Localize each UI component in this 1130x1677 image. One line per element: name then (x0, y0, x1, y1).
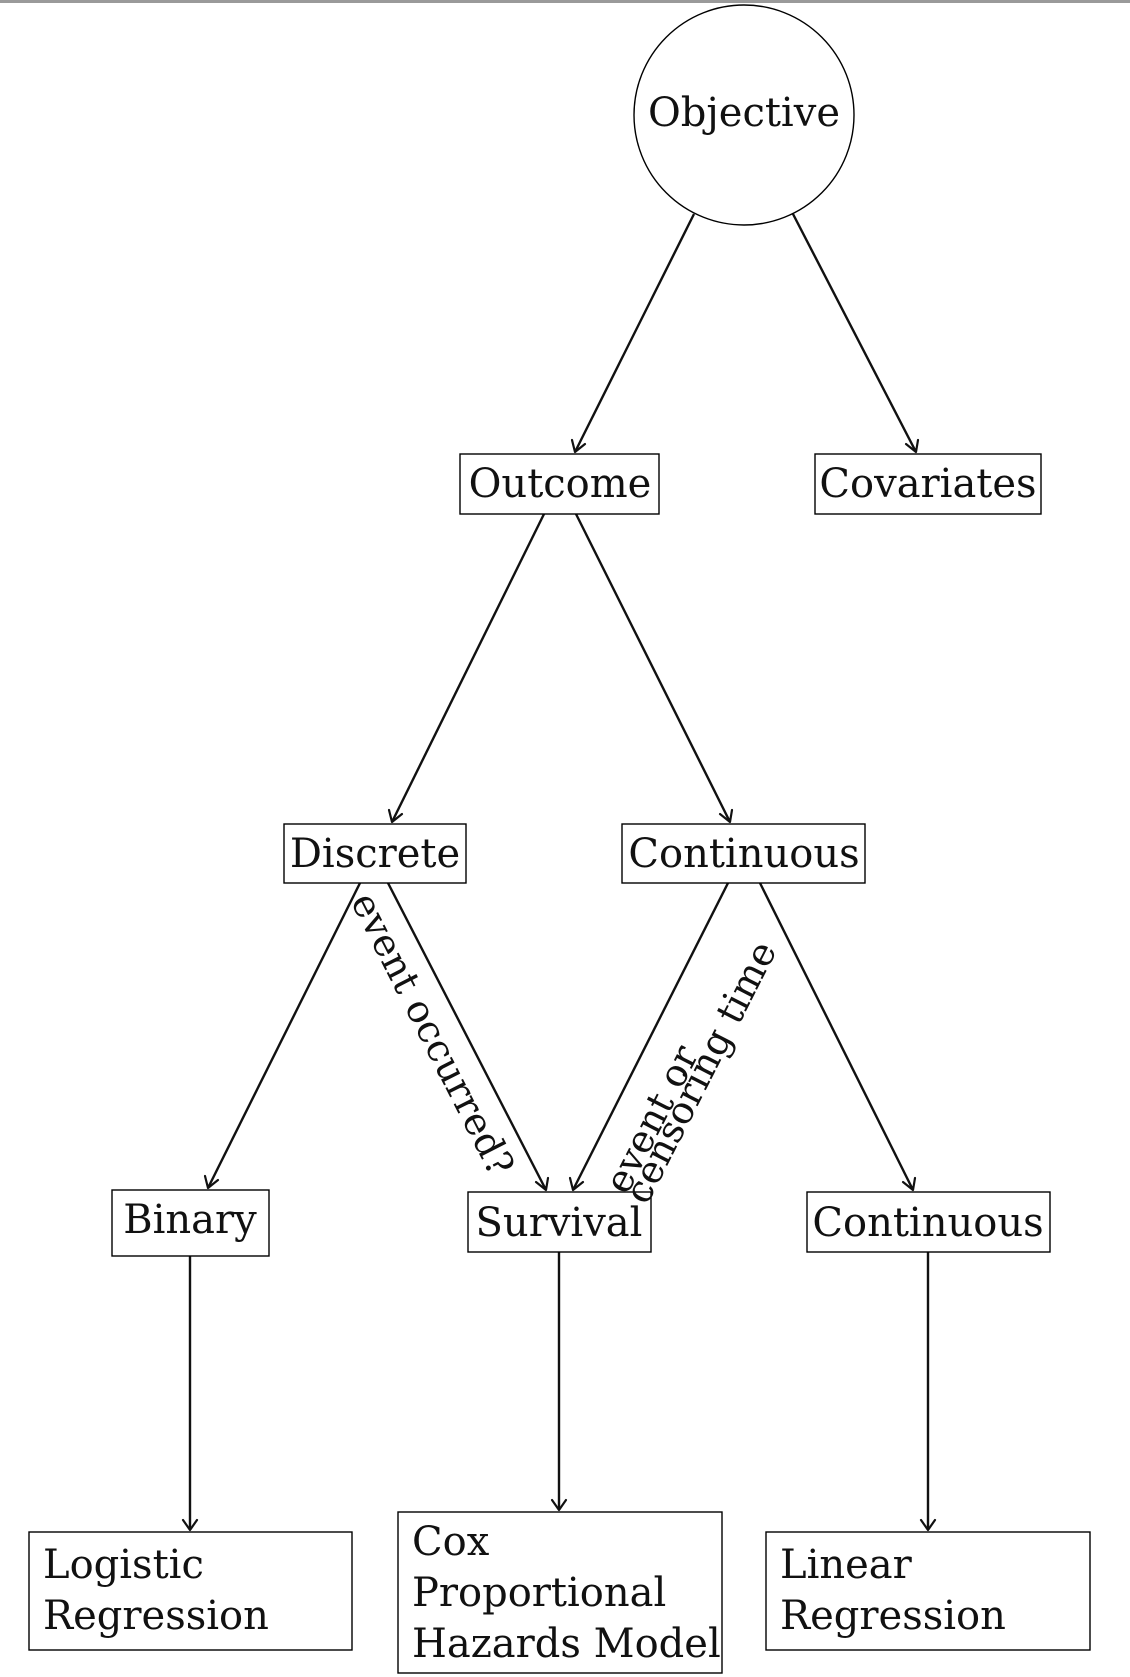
edge-binary-logistic-arrowhead (181, 1518, 199, 1532)
node-continuous-low-label: Continuous (812, 1200, 1043, 1246)
edge-objective-covariates (791, 213, 918, 453)
edge-objective-outcome (573, 213, 696, 453)
node-discrete-label: Discrete (290, 831, 460, 877)
edge-continuous-survival-arrowhead (568, 1176, 585, 1192)
node-covariates: Covariates (814, 453, 1042, 515)
node-binary: Binary (111, 1189, 270, 1257)
edge-label-event-occurred: event occurred? (342, 885, 523, 1183)
edge-survival-cox-arrowhead (550, 1498, 568, 1512)
edge-outcome-discrete-arrowhead (387, 808, 404, 824)
node-logistic-line-2: Regression (43, 1593, 269, 1639)
node-linear-line-1: Linear (780, 1542, 913, 1588)
node-continuous-low: Continuous (806, 1191, 1051, 1253)
edge-objective-outcome-arrowhead (570, 438, 587, 454)
node-logistic-regression: Logistic Regression (28, 1531, 353, 1651)
edge-outcome-continuous (574, 513, 732, 823)
edge-continuous-continuous-arrowhead (901, 1176, 917, 1192)
node-objective: Objective (633, 4, 855, 226)
node-outcome: Outcome (459, 453, 660, 515)
node-logistic-line-1: Logistic (43, 1542, 204, 1588)
edge-label-censoring-time: censoring time (615, 934, 785, 1210)
edge-discrete-binary-arrowhead (203, 1174, 220, 1190)
node-outcome-label: Outcome (469, 461, 652, 507)
edge-objective-covariates-arrowhead (904, 438, 920, 454)
edge-continuous-continuous (758, 882, 915, 1191)
node-linear-line-2: Regression (780, 1593, 1006, 1639)
node-binary-label: Binary (123, 1197, 257, 1243)
node-objective-label: Objective (648, 90, 840, 136)
node-cox-model: Cox Proportional Hazards Model (397, 1511, 723, 1674)
edge-continuous-linear-arrowhead (919, 1518, 937, 1532)
node-discrete: Discrete (283, 823, 467, 884)
edge-outcome-continuous-arrowhead (718, 808, 734, 824)
node-continuous-mid-label: Continuous (628, 831, 859, 877)
edge-outcome-discrete (390, 513, 546, 823)
node-cox-line-2: Proportional (412, 1570, 666, 1616)
edge-discrete-survival-arrowhead (534, 1176, 550, 1192)
node-survival-label: Survival (476, 1200, 643, 1246)
edge-continuous-survival (571, 882, 730, 1191)
node-continuous-mid: Continuous (621, 823, 866, 884)
edges (181, 213, 937, 1532)
node-cox-line-3: Hazards Model (412, 1621, 721, 1667)
edge-discrete-survival (386, 882, 548, 1191)
node-cox-line-1: Cox (412, 1519, 490, 1565)
node-survival: Survival (467, 1191, 652, 1253)
edge-discrete-binary (206, 882, 362, 1189)
top-border (0, 0, 1130, 3)
node-covariates-label: Covariates (819, 461, 1036, 507)
node-linear-regression: Linear Regression (765, 1531, 1091, 1651)
